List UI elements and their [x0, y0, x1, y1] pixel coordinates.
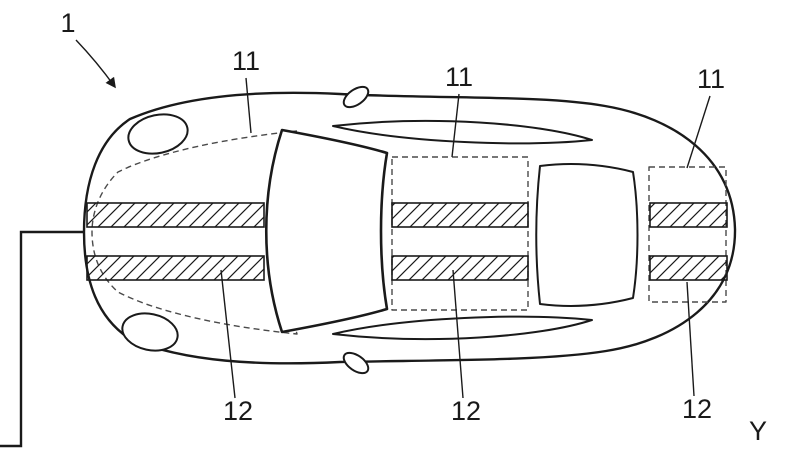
coating-zone-roof-dashed [391, 156, 529, 311]
heat-stripe-rear-lower [649, 255, 728, 281]
heat-stripe-front-upper [86, 202, 265, 228]
coating-zone-rear-dashed [648, 166, 727, 303]
heat-stripe-front-lower [86, 255, 265, 281]
side-window-top [332, 119, 593, 145]
label-zone-rear: 11 [697, 64, 725, 94]
label-car: 1 [60, 8, 75, 38]
label-stripe-roof: 12 [451, 396, 481, 426]
leader-zone-front [245, 77, 252, 134]
label-stripe-front: 12 [223, 396, 253, 426]
label-stripe-rear: 12 [682, 394, 712, 424]
side-window-bottom [332, 315, 593, 341]
mirror-top [342, 85, 370, 109]
windshield [265, 128, 389, 334]
car-body-outline [82, 91, 737, 365]
label-zone-roof: 11 [445, 62, 473, 92]
leader-stripe-roof [452, 269, 464, 399]
label-axis-y: Y [749, 416, 767, 446]
leader-zone-rear [686, 95, 711, 169]
label-zone-front: 11 [232, 46, 260, 76]
headlight-top [127, 113, 189, 155]
heat-stripe-roof-lower [391, 255, 529, 281]
heat-stripe-roof-upper [391, 202, 529, 228]
leader-arrow-car [75, 39, 116, 89]
heat-stripe-rear-upper [649, 202, 728, 228]
mirror-bottom [342, 351, 370, 375]
reference-bracket-line [0, 230, 85, 448]
leader-stripe-rear [686, 281, 695, 397]
leader-zone-roof [451, 93, 460, 158]
rear-window [535, 163, 639, 307]
leader-stripe-front [220, 269, 236, 399]
headlight-bottom [121, 312, 179, 352]
